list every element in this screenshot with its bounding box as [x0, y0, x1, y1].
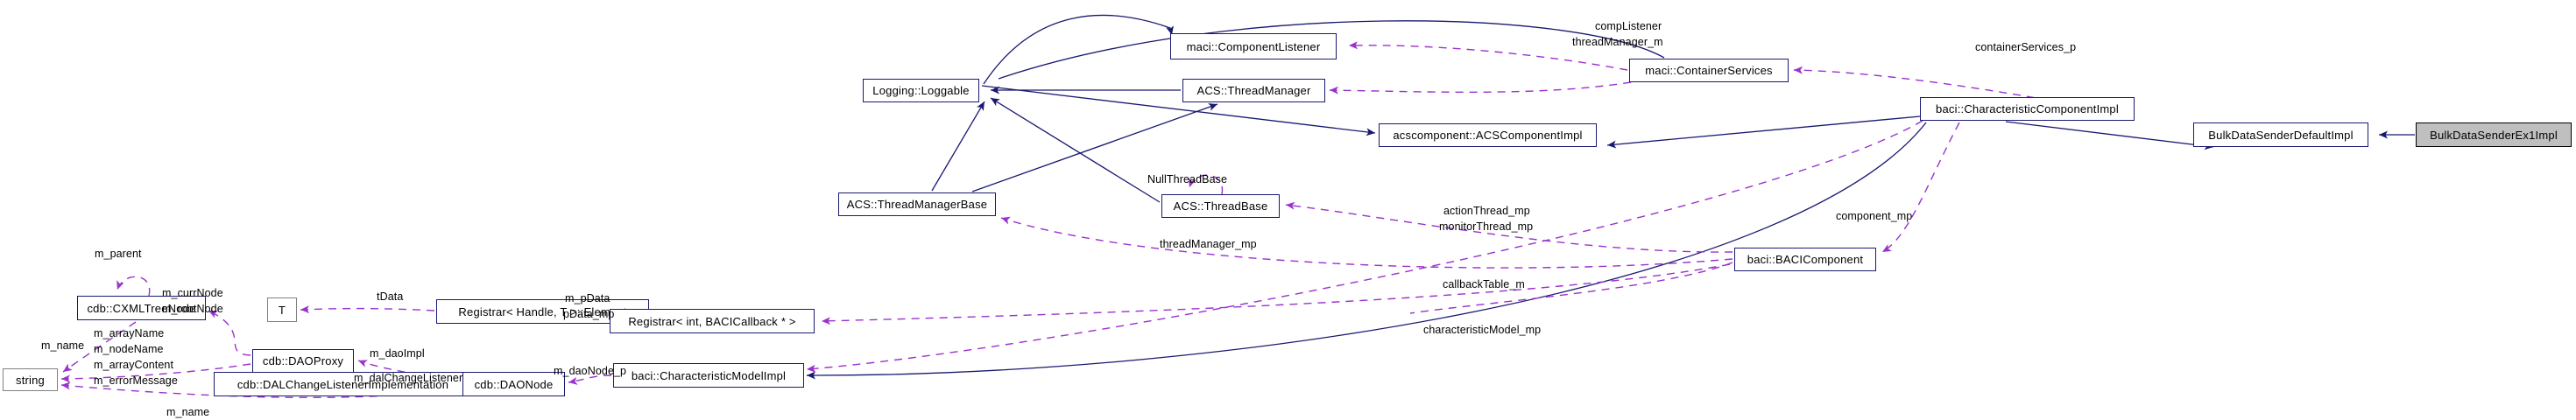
- edge-label-characteristicmodel-mp: characteristicModel_mp: [1423, 324, 1542, 336]
- edge-label-m-dalchangelistener: m_dalChangeListener: [354, 372, 463, 384]
- edge-label-m-rootnode: m_rootNode: [162, 303, 223, 315]
- node-cdb-cxmltreenode[interactable]: cdb::CXMLTreeNode: [77, 296, 206, 320]
- node-cdb-dalchangelistenerimplementation[interactable]: cdb::DALChangeListenerImplementation: [214, 372, 472, 396]
- edge-label-m-pdata: m_pData: [565, 292, 610, 304]
- node-bulkdatasenderdefaultimpl[interactable]: BulkDataSenderDefaultImpl: [2193, 122, 2368, 147]
- usage-edges: [60, 41, 2077, 399]
- edge-label-m-daoimpl: m_daoImpl: [370, 347, 425, 360]
- edge-label-threadmanager-m: threadManager_m: [1572, 36, 1663, 48]
- edge-label-callbacktable-m: callbackTable_m: [1443, 278, 1525, 290]
- edge-label-m-name-left: m_name: [41, 340, 85, 352]
- edge-label-pdata-mp: pData_mp: [563, 308, 615, 320]
- edge-label-m-currnode: m_currNode: [162, 287, 223, 299]
- node-acs-thread-manager-base[interactable]: ACS::ThreadManagerBase: [838, 192, 996, 216]
- node-acscomponent-acscomponentimpl[interactable]: acscomponent::ACSComponentImpl: [1379, 123, 1597, 147]
- edge-label-threadmanager-mp: threadManager_mp: [1160, 238, 1257, 250]
- edge-label-containerservices-p: containerServices_p: [1975, 41, 2077, 53]
- inheritance-edges: [806, 14, 2415, 380]
- node-template-t[interactable]: T: [267, 298, 297, 322]
- edge-label-monitorthread-mp: monitorThread_mp: [1439, 220, 1534, 233]
- edge-label-m-arraycontent: m_arrayContent: [94, 359, 174, 371]
- node-acs-thread-base[interactable]: ACS::ThreadBase: [1161, 194, 1280, 218]
- node-bulkdatasenderex1impl[interactable]: BulkDataSenderEx1Impl: [2416, 122, 2572, 147]
- node-maci-component-listener[interactable]: maci::ComponentListener: [1170, 33, 1337, 60]
- edge-label-nullthreadbase: NullThreadBase: [1147, 173, 1228, 186]
- edge-label-m-errormessage: m_errorMessage: [94, 374, 178, 387]
- edge-label-m-parent: m_parent: [95, 248, 142, 260]
- edge-label-m-nodename: m_nodeName: [94, 343, 164, 355]
- edge-label-m-name-bottom: m_name: [166, 406, 210, 418]
- node-cdb-daoproxy[interactable]: cdb::DAOProxy: [252, 349, 354, 373]
- node-baci-characteristic-component-impl[interactable]: baci::CharacteristicComponentImpl: [1920, 97, 2135, 121]
- node-registrar-int-bacicallback[interactable]: Registrar< int, BACICallback * >: [610, 309, 815, 333]
- edge-label-actionthread-mp: actionThread_mp: [1443, 205, 1530, 217]
- edge-label-m-daonode-p: m_daoNode_p: [554, 365, 627, 377]
- edge-label-m-arrayname: m_arrayName: [94, 327, 165, 340]
- edge-label-complistener: compListener: [1595, 20, 1662, 32]
- node-baci-characteristic-model-impl[interactable]: baci::CharacteristicModelImpl: [613, 363, 804, 388]
- edge-label-component-mp: component_mp: [1836, 210, 1913, 222]
- node-acs-thread-manager[interactable]: ACS::ThreadManager: [1182, 79, 1325, 102]
- node-logging-loggable[interactable]: Logging::Loggable: [863, 79, 979, 102]
- node-cdb-daonode[interactable]: cdb::DAONode: [462, 372, 565, 396]
- node-maci-container-services[interactable]: maci::ContainerServices: [1629, 59, 1789, 82]
- node-string[interactable]: string: [3, 368, 58, 391]
- node-baci-bacicomponent[interactable]: baci::BACIComponent: [1734, 248, 1876, 271]
- edge-label-tdata: tData: [377, 290, 404, 303]
